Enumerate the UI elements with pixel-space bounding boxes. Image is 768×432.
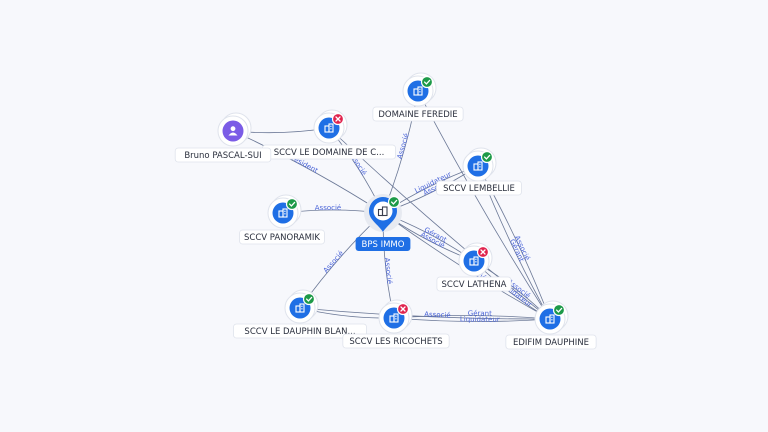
node-lembellie[interactable]: SCCV LEMBELLIE: [436, 147, 522, 196]
node-label: SCCV LE DOMAINE DE C...: [274, 148, 385, 158]
node-dauphin_blanc[interactable]: SCCV LE DAUPHIN BLAN...: [233, 289, 367, 339]
building-icon: [295, 303, 305, 313]
check-icon: [302, 292, 316, 306]
node-label-bg: [436, 276, 512, 292]
edge-labels-layer: AssociéAssociéPrésidentAssociéLiquidateu…: [287, 132, 534, 323]
check-icon: [420, 75, 434, 89]
node-label-bg: [372, 106, 464, 122]
node-edifim[interactable]: EDIFIM DAUPHINE: [505, 300, 597, 350]
node-ricochets[interactable]: SCCV LES RICOCHETS: [342, 299, 450, 349]
node-label: SCCV LE DAUPHIN BLAN...: [244, 327, 355, 337]
node-label-bg: [436, 180, 522, 196]
edge-ricochets-edifim: [393, 317, 551, 322]
edge-label-associe: Associé: [396, 132, 411, 160]
building-icon: [278, 208, 288, 218]
close-icon: [476, 245, 490, 259]
check-icon: [285, 197, 299, 211]
edge-label-liquidateur: Liquidateur: [460, 315, 500, 323]
node-bruno[interactable]: Bruno PASCAL-SUI: [174, 112, 272, 163]
node-label: SCCV PANORAMIK: [244, 233, 320, 243]
building-icon: [413, 86, 423, 96]
close-icon: [331, 112, 345, 126]
node-label-bg: [174, 147, 272, 163]
node-label-bg: [342, 333, 450, 349]
node-label: SCCV LES RICOCHETS: [349, 337, 442, 347]
check-icon: [387, 195, 401, 209]
node-label-bg: [505, 334, 597, 350]
main-node-label: BPS IMMO: [362, 240, 405, 250]
node-feredie[interactable]: DOMAINE FEREDIE: [372, 72, 464, 122]
edge-label-associe: Associé: [322, 249, 345, 274]
node-label: DOMAINE FEREDIE: [378, 110, 457, 120]
check-icon: [480, 150, 494, 164]
edge-label-gerant: Gérant: [468, 309, 492, 317]
node-lathena[interactable]: SCCV LATHENA: [436, 242, 512, 292]
node-label: Bruno PASCAL-SUI: [184, 151, 261, 161]
edge-dauphin_blanc-edifim: [299, 307, 551, 320]
building-icon: [545, 314, 555, 324]
building-icon: [469, 256, 479, 266]
check-icon: [552, 303, 566, 317]
nodes-layer: BPS IMMO DOMAINE FEREDIE SCCV LE DOMAINE D…: [174, 72, 597, 350]
edge-label-associe: Associé: [383, 257, 394, 284]
main-node-label-bg: [355, 237, 411, 251]
edge-label-associe: Associé: [424, 310, 451, 319]
building-icon: [389, 313, 399, 323]
node-label: SCCV LEMBELLIE: [443, 184, 515, 194]
main-node-bps[interactable]: BPS IMMO: [355, 194, 411, 251]
node-label: EDIFIM DAUPHINE: [513, 338, 589, 348]
node-label-bg: [239, 229, 325, 245]
edge-label-associe: Associé: [315, 204, 341, 212]
node-domaine_c[interactable]: SCCV LE DOMAINE DE C...: [262, 109, 396, 160]
building-icon: [324, 123, 334, 133]
node-label: SCCV LATHENA: [442, 280, 507, 290]
building-icon: [473, 161, 483, 171]
edge-bps-bruno: [232, 130, 384, 214]
person-icon: [228, 126, 238, 136]
node-panoramik[interactable]: SCCV PANORAMIK: [239, 194, 325, 245]
close-icon: [396, 302, 410, 316]
building-icon: [377, 206, 388, 217]
node-label-bg: [233, 323, 367, 339]
